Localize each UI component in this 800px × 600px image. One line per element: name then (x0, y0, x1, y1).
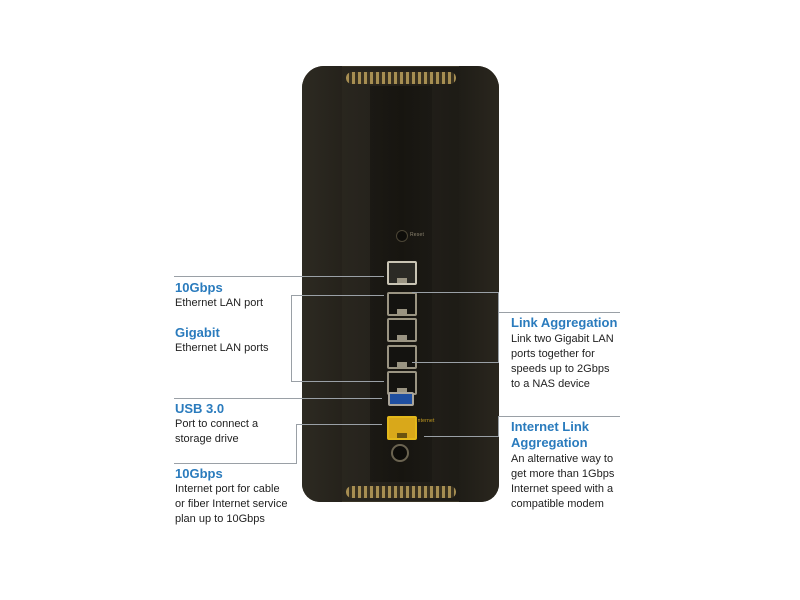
callout-usb-title: USB 3.0 (175, 401, 225, 416)
callout-wan-line-1: Internet port for cable (175, 483, 280, 495)
callout-wan-line-3: plan up to 10Gbps (175, 513, 265, 525)
callout-inet-agg-line-1: An alternative way to (511, 453, 614, 465)
port-gigabit-lan-3 (387, 345, 417, 369)
callout-usb-line-2: storage drive (175, 433, 239, 445)
leader-gigabit-top (291, 295, 384, 296)
callout-link-agg-line-2: ports together for (511, 348, 595, 360)
top-vent (346, 72, 456, 84)
leader-usb (174, 398, 382, 399)
callout-inet-agg-title-1: Internet Link (511, 419, 590, 434)
router-rear-view: Reset Internet (302, 66, 499, 502)
callout-usb-line-1: Port to connect a (175, 418, 259, 430)
router-left-panel (302, 66, 342, 502)
port-gigabit-lan-1 (387, 292, 417, 316)
callout-inet-agg-line-4: compatible modem (511, 498, 604, 510)
leader-link-agg-bottom (412, 362, 499, 363)
leader-inet-agg-v (498, 416, 499, 437)
port-gigabit-lan-2 (387, 318, 417, 342)
callout-wan-line-2: or fiber Internet service (175, 498, 288, 510)
leader-inet-agg-out (498, 416, 620, 417)
callout-10gbps-lan-title: 10Gbps (175, 280, 223, 295)
callout-link-agg-title: Link Aggregation (511, 315, 618, 330)
port-10gbps-lan (387, 261, 417, 285)
leader-wan-h (174, 463, 296, 464)
leader-gigabit-bottom (291, 381, 384, 382)
callout-inet-agg-title-2: Aggregation (511, 435, 588, 450)
leader-10gbps-lan (174, 276, 384, 277)
leader-wan-v (296, 424, 297, 464)
reset-label: Reset (410, 232, 425, 238)
leader-link-agg-bracket (498, 292, 499, 363)
callout-link-agg-line-4: to a NAS device (511, 378, 590, 390)
port-10gbps-wan (387, 416, 417, 440)
callout-link-agg-line-1: Link two Gigabit LAN (511, 333, 614, 345)
wan-port-label: Internet (416, 418, 435, 424)
router-right-panel (459, 66, 499, 502)
leader-link-agg-out (498, 312, 620, 313)
power-jack (391, 444, 409, 462)
port-usb-3 (388, 392, 414, 406)
leader-inet-agg-h (424, 436, 499, 437)
reset-button (396, 230, 408, 242)
callout-gigabit-text: Ethernet LAN ports (175, 342, 269, 354)
callout-link-agg-line-3: speeds up to 2Gbps (511, 363, 610, 375)
callout-10gbps-lan-text: Ethernet LAN port (175, 297, 264, 309)
leader-link-agg-top (412, 292, 499, 293)
callout-gigabit-title: Gigabit (175, 325, 220, 340)
leader-gigabit-bracket (291, 295, 292, 382)
callout-wan-title: 10Gbps (175, 466, 223, 481)
callout-inet-agg-line-3: Internet speed with a (511, 483, 614, 495)
bottom-vent (346, 486, 456, 498)
leader-wan-to-port (296, 424, 382, 425)
callout-inet-agg-line-2: get more than 1Gbps (511, 468, 615, 480)
